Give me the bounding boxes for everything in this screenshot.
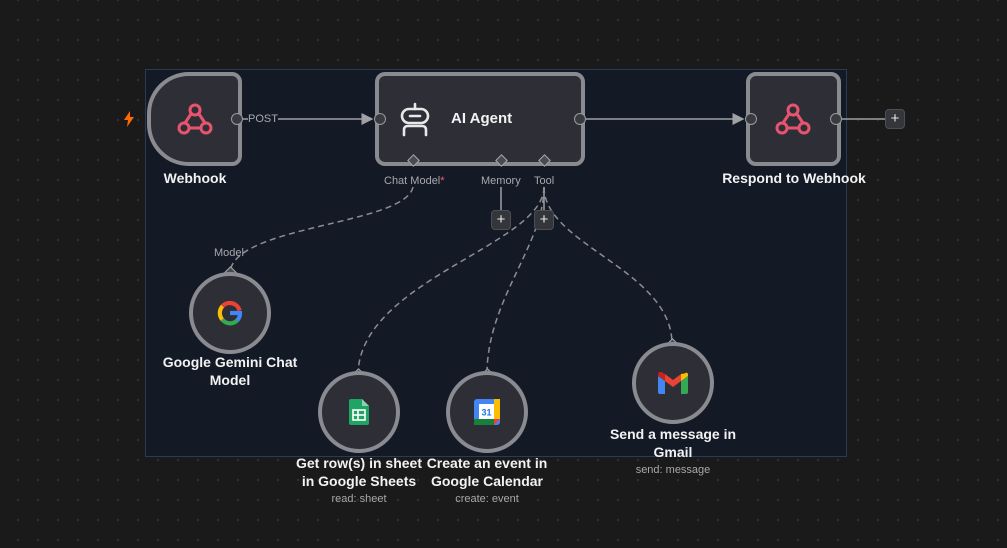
- gemini-node-title: Google Gemini Chat Model: [162, 354, 298, 388]
- tool-port-label: Tool: [534, 175, 555, 187]
- edge-label-post: POST: [248, 113, 278, 125]
- webhook-node[interactable]: [147, 72, 242, 166]
- respond-input-handle[interactable]: [745, 113, 757, 125]
- add-tool-button[interactable]: +: [534, 210, 554, 230]
- add-node-button[interactable]: +: [885, 109, 905, 129]
- add-memory-button[interactable]: +: [491, 210, 511, 230]
- gemini-model-label: Model: [214, 247, 244, 259]
- connection-gmail-tool[interactable]: [543, 186, 673, 345]
- trigger-bolt-icon: [124, 111, 134, 127]
- ai-agent-output-handle[interactable]: [574, 113, 586, 125]
- webhook-icon: [175, 100, 215, 138]
- respond-output-handle[interactable]: [830, 113, 842, 125]
- respond-webhook-icon: [773, 100, 813, 138]
- google-icon: [215, 298, 245, 328]
- ai-agent-input-handle[interactable]: [374, 113, 386, 125]
- ai-agent-node[interactable]: [375, 72, 585, 166]
- chat-model-label-text: Chat Model: [384, 175, 441, 187]
- google-sheets-icon: [347, 397, 371, 427]
- robot-icon: [395, 99, 435, 139]
- google-calendar-icon: 31: [473, 398, 501, 426]
- sheets-node-subtitle: read: sheet: [331, 493, 387, 505]
- ai-agent-title: AI Agent: [451, 110, 513, 127]
- respond-node-title: Respond to Webhook: [722, 170, 866, 186]
- connection-calendar-tool[interactable]: [486, 186, 545, 375]
- webhook-output-handle[interactable]: [231, 113, 243, 125]
- memory-port-label: Memory: [481, 175, 521, 187]
- connection-gemini-chat-model[interactable]: [229, 186, 414, 273]
- sheets-node-title: Get row(s) in sheet in Google Sheets: [295, 455, 423, 489]
- webhook-node-title: Webhook: [163, 170, 227, 186]
- gmail-node-title: Send a message in Gmail: [609, 426, 737, 460]
- gmail-node-subtitle: send: message: [635, 464, 711, 476]
- calendar-icon-day: 31: [481, 408, 491, 418]
- calendar-node-title: Create an event in Google Calendar: [426, 455, 548, 489]
- connection-sheets-tool[interactable]: [357, 186, 545, 375]
- gmail-icon: [657, 370, 689, 396]
- chat-model-port-label: Chat Model*: [384, 175, 445, 187]
- required-marker: *: [440, 175, 445, 187]
- calendar-node-subtitle: create: event: [455, 493, 519, 505]
